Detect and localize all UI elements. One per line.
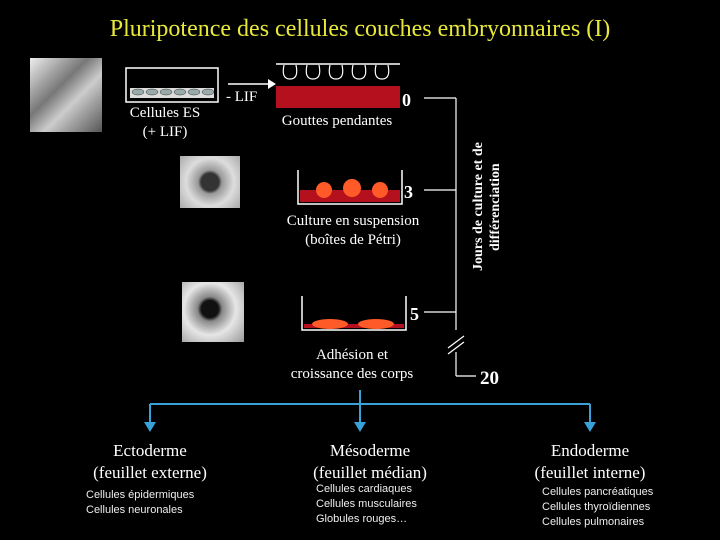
ectoderm-cells: Cellules épidermiques Cellules neuronale… bbox=[86, 489, 195, 516]
day-20-label: 20 bbox=[480, 368, 499, 389]
attached-body-micrograph bbox=[182, 282, 244, 342]
es-cells-micrograph bbox=[30, 58, 102, 132]
es-cells-label: Cellules ES (+ LIF) bbox=[129, 105, 201, 140]
es-culture-dish bbox=[125, 67, 219, 103]
ectoderm-label: Ectoderme (feuillet externe) bbox=[93, 441, 207, 482]
lif-arrow bbox=[228, 79, 276, 89]
differentiation-arrows bbox=[144, 390, 596, 432]
endoderm-label: Endoderme (feuillet interne) bbox=[534, 441, 646, 482]
endoderm-cells: Cellules pancréatiques Cellules thyroïdi… bbox=[542, 486, 654, 528]
adhesion-culture-dish bbox=[301, 296, 407, 331]
suspension-label: Culture en suspension (boîtes de Pétri) bbox=[286, 213, 420, 248]
hanging-drops-label: Gouttes pendantes bbox=[281, 113, 393, 129]
hanging-drops-dish bbox=[276, 63, 400, 108]
mesoderm-label: Mésoderme (feuillet médian) bbox=[313, 441, 427, 482]
embryoid-body-micrograph bbox=[180, 156, 240, 208]
day-5-label: 5 bbox=[410, 304, 419, 324]
suspension-culture-dish bbox=[297, 170, 403, 205]
mesoderm-cells: Cellules cardiaques Cellules musculaires… bbox=[316, 483, 417, 525]
page-title: Pluripotence des cellules couches embryo… bbox=[109, 16, 611, 42]
day-0-label: 0 bbox=[402, 90, 411, 110]
days-timeline bbox=[424, 97, 476, 377]
day-3-label: 3 bbox=[404, 182, 413, 202]
adhesion-label: Adhésion et croissance des corps bbox=[290, 347, 414, 382]
days-axis-label: Jours de culture et de différenciation bbox=[471, 142, 503, 272]
lif-label: - LIF bbox=[226, 89, 258, 105]
